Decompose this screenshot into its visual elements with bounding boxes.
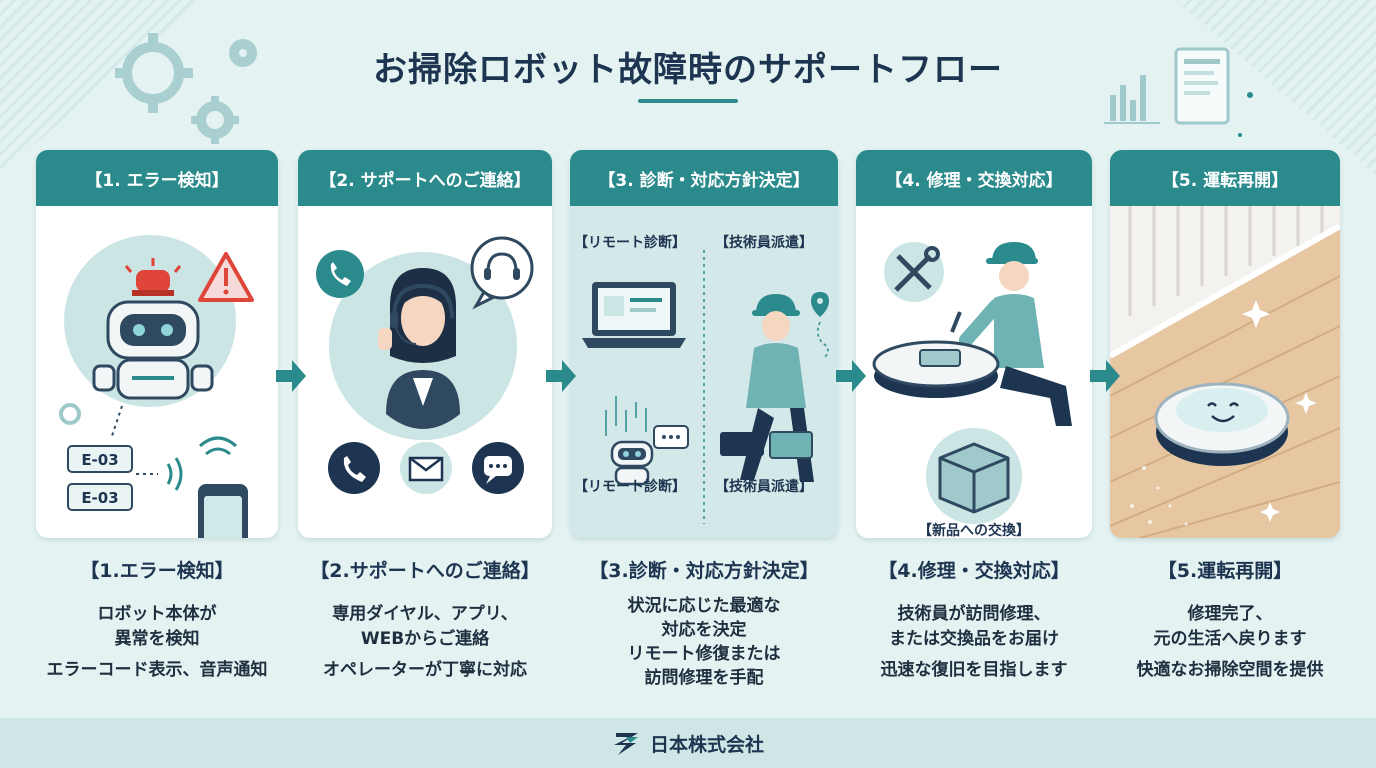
robot-icon [92,300,214,400]
step-description-2: 専用ダイヤル、アプリ、 WEBからご連絡 オペレーターが丁寧に対応 [288,602,562,683]
step-title-5: 【5.運転再開】 [1157,560,1293,582]
step-title-1: 【1.エラー検知】 [80,560,234,582]
description-line: 対応を決定 [661,620,747,640]
description-line: 元の生活へ戻ります [1153,629,1307,649]
step-title-4: 【4.修理・交換対応】 [878,560,1070,582]
step-card-header: 【1. エラー検知】 [36,150,278,206]
chat-bubble-icon [653,425,689,449]
tools-icon [884,242,944,302]
flow-arrow-icon [836,360,866,392]
step-card-1: 【1. エラー検知】 [36,150,278,538]
flow-arrow-icon [276,360,306,392]
error-code-display [67,445,133,473]
title-underline [638,99,738,103]
laptop-icon [582,282,686,348]
step-card-3: 【3. 診断・対応方針決定】 【リモート診断】 【技術員派遣】 [570,150,838,538]
description-line: 異常を検知 [114,629,200,649]
gears-icon [115,33,257,144]
location-pin-icon [811,292,829,359]
description-line: WEBからご連絡 [360,629,490,649]
technician-repairing-icon [950,242,1072,426]
page-title: お掃除ロボット故障時のサポートフロー [373,50,1003,90]
remote-diagnosis-label: 【リモート診断】 [574,479,686,495]
dust-particles [1130,466,1188,526]
sparkle-icon [1242,300,1317,522]
description-line: エラーコード表示、音声通知 [46,660,268,680]
replacement-label: 【新品への交換】 [918,523,1030,538]
small-gear-icon [59,403,81,425]
description-line: 修理完了、 [1187,604,1273,624]
description-line: 訪問修理を手配 [644,668,764,688]
remote-diagnosis-label: 【リモート診断】 [574,235,686,251]
alarm-light-icon [124,258,182,296]
mail-contact-button [400,442,452,494]
repair-illustration [872,242,1072,524]
phone-contact-button [328,442,380,494]
technician-icon [720,294,814,482]
step-description-5: 修理完了、 元の生活へ戻ります 快適なお掃除空間を提供 [1106,602,1354,683]
description-line: オペレーターが丁寧に対応 [323,660,527,680]
technician-dispatch-label: 【技術員派遣】 [715,235,813,251]
data-arrows-icon [605,396,647,436]
voice-signal-icon [166,436,237,491]
robot-vacuum-icon [872,340,1000,398]
flow-arrow-icon [1090,360,1120,392]
support-contact-illustration [316,236,534,494]
company-name: 日本株式会社 [649,733,764,756]
report-document-icon [1104,47,1253,137]
step-description-4: 技術員が訪問修理、 または交換品をお届け 迅速な復旧を目指します [846,602,1102,683]
phone-icon [316,250,364,298]
step-description-1: ロボット本体が 異常を検知 エラーコード表示、音声通知 [20,602,294,683]
smartphone-icon [198,484,248,538]
step-title-2: 【2.サポートへのご連絡】 [310,560,540,582]
headset-bubble-icon [470,236,534,310]
company-logo-icon [613,733,638,755]
step-card-2: 【2. サポートへのご連絡】 [298,150,552,538]
flow-arrow-icon [546,360,576,392]
footer: 日本株式会社 [0,718,1376,768]
description-line: 迅速な復旧を目指します [880,660,1068,680]
error-code-text: E-03 [81,489,118,507]
description-line: 状況に応じた最適な [627,596,781,616]
description-line: リモート修復または [627,644,781,664]
description-line: または交換品をお届け [889,629,1059,649]
description-line: 快適なお掃除空間を提供 [1136,660,1324,680]
replacement-box-icon [926,428,1022,524]
step-description-3: 状況に応じた最適な 対応を決定 リモート修復または 訪問修理を手配 [566,594,842,690]
technician-dispatch-label: 【技術員派遣】 [715,479,813,495]
step-title-3: 【3.診断・対応方針決定】 [589,560,819,582]
step-card-4: 【4. 修理・交換対応】 [856,150,1092,538]
step-card-5: 【5. 運転再開】 [1110,150,1340,538]
error-code-text: E-03 [81,451,118,469]
warning-icon [198,252,254,302]
error-detection-illustration: E-03 E-03 [59,235,254,538]
chat-contact-button [472,442,524,494]
diagnosis-illustration [582,250,829,524]
step-card-header: 【4. 修理・交換対応】 [856,150,1092,206]
step-card-header: 【3. 診断・対応方針決定】 [570,150,838,206]
operation-resume-illustration [1110,206,1340,538]
operator-icon [378,268,460,429]
error-code-display [67,483,133,511]
step-card-header: 【2. サポートへのご連絡】 [298,150,552,206]
step-card-header: 【5. 運転再開】 [1110,150,1340,206]
description-line: ロボット本体が [97,604,217,624]
description-line: 技術員が訪問修理、 [897,604,1051,624]
happy-robot-vacuum-icon [1154,382,1290,466]
robot-small-icon [610,440,654,486]
description-line: 専用ダイヤル、アプリ、 [332,604,518,624]
